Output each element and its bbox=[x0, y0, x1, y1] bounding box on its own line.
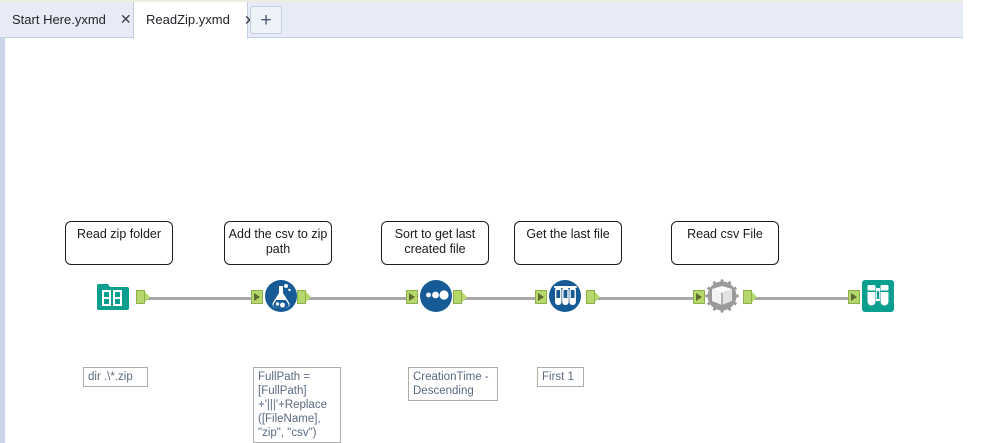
tab-close-icon[interactable]: ✕ bbox=[244, 13, 256, 27]
tool-config-label[interactable]: CreationTime - Descending bbox=[408, 367, 498, 401]
comment-box[interactable]: Add the csv to zip path bbox=[224, 221, 332, 265]
wire-4 bbox=[588, 297, 695, 300]
input-anchor[interactable] bbox=[693, 290, 705, 304]
input-anchor[interactable] bbox=[406, 290, 418, 304]
comment-box[interactable]: Get the last file bbox=[514, 221, 622, 265]
output-anchor[interactable] bbox=[136, 290, 150, 304]
three-dots-icon bbox=[420, 280, 452, 312]
folder-book-icon bbox=[97, 284, 129, 310]
tool-directory[interactable] bbox=[95, 279, 129, 313]
comment-box[interactable]: Read csv File bbox=[671, 221, 779, 265]
tool-dynamic-input[interactable] bbox=[705, 279, 739, 313]
input-anchor[interactable] bbox=[535, 290, 547, 304]
tab-label: ReadZip.yxmd bbox=[146, 12, 230, 27]
output-anchor[interactable] bbox=[743, 290, 757, 304]
left-rail bbox=[0, 38, 5, 443]
tab-bar: Start Here.yxmd ✕ ReadZip.yxmd ✕ + bbox=[0, 0, 963, 39]
wire-5 bbox=[745, 297, 850, 300]
wire-1 bbox=[141, 297, 253, 300]
output-anchor[interactable] bbox=[586, 290, 600, 304]
comment-box[interactable]: Sort to get last created file bbox=[381, 221, 489, 265]
output-anchor[interactable] bbox=[453, 290, 467, 304]
comment-box[interactable]: Read zip folder bbox=[65, 221, 173, 265]
binoculars-icon bbox=[862, 280, 894, 312]
tab-close-icon[interactable]: ✕ bbox=[119, 11, 132, 27]
gear-book-icon bbox=[705, 279, 739, 313]
output-anchor[interactable] bbox=[297, 290, 311, 304]
input-anchor[interactable] bbox=[251, 290, 263, 304]
tab-readzip[interactable]: ReadZip.yxmd ✕ bbox=[133, 0, 256, 39]
tool-sample[interactable] bbox=[548, 279, 582, 313]
tool-config-label[interactable]: FullPath = [FullPath] +'|||'+Replace ([F… bbox=[253, 367, 341, 443]
wire-3 bbox=[455, 297, 537, 300]
new-tab-button[interactable]: + bbox=[250, 6, 282, 34]
flask-icon bbox=[265, 280, 297, 312]
test-tubes-icon bbox=[549, 280, 581, 312]
tab-label: Start Here.yxmd bbox=[12, 11, 106, 27]
tool-config-label[interactable]: dir .\*.zip bbox=[83, 367, 148, 387]
tool-config-label[interactable]: First 1 bbox=[537, 367, 584, 387]
tool-browse[interactable] bbox=[861, 279, 895, 313]
input-anchor[interactable] bbox=[848, 290, 860, 304]
tool-formula[interactable] bbox=[264, 279, 298, 313]
plus-icon: + bbox=[260, 9, 272, 31]
workflow-canvas[interactable]: Read zip folder Add the csv to zip path … bbox=[5, 39, 983, 443]
tab-start-here[interactable]: Start Here.yxmd ✕ bbox=[0, 0, 133, 38]
wire-2 bbox=[298, 297, 408, 300]
tool-sort[interactable] bbox=[419, 279, 453, 313]
